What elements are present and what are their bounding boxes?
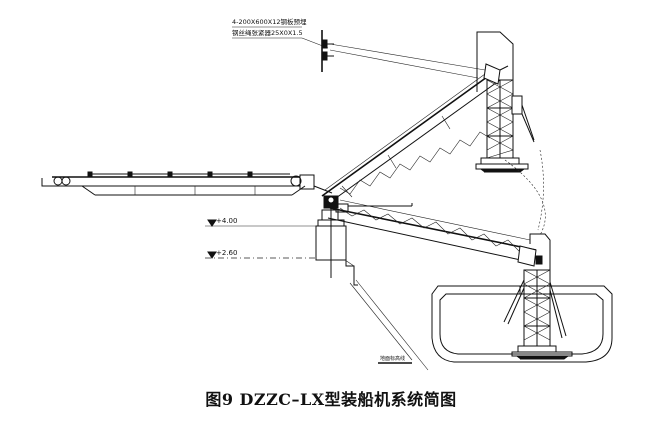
upper-tower [475, 31, 544, 231]
note-line-1: 4-200X600X12钢板预埋 [232, 17, 307, 26]
ship-loader-diagram: 4-200X600X12钢板预埋 钢丝绳张紧器25X0X1.5 [41, 17, 613, 371]
central-pedestal [315, 195, 347, 278]
note-line-2: 钢丝绳张紧器25X0X1.5 [232, 28, 303, 37]
figure-caption: 图9 DZZC–LX型装船机系统简图 [205, 390, 457, 409]
ship-hull [431, 285, 613, 363]
elevation-lower: +2.60 [205, 249, 316, 259]
elevation-lower-label: +2.60 [216, 249, 237, 257]
ship-tower [503, 233, 573, 360]
elevation-upper: +4.00 [205, 217, 316, 227]
elevation-upper-label: +4.00 [216, 217, 237, 225]
lower-boom [327, 199, 537, 263]
slew-path [504, 159, 546, 236]
wall-anchor [321, 30, 486, 79]
ground-label: 地面标高线 [380, 355, 405, 362]
left-conveyor [41, 171, 333, 196]
leader-note: 4-200X600X12钢板预埋 钢丝绳张紧器25X0X1.5 [232, 17, 329, 49]
upper-boom [321, 63, 509, 199]
quay-wall: 地面标高线 [316, 259, 429, 371]
